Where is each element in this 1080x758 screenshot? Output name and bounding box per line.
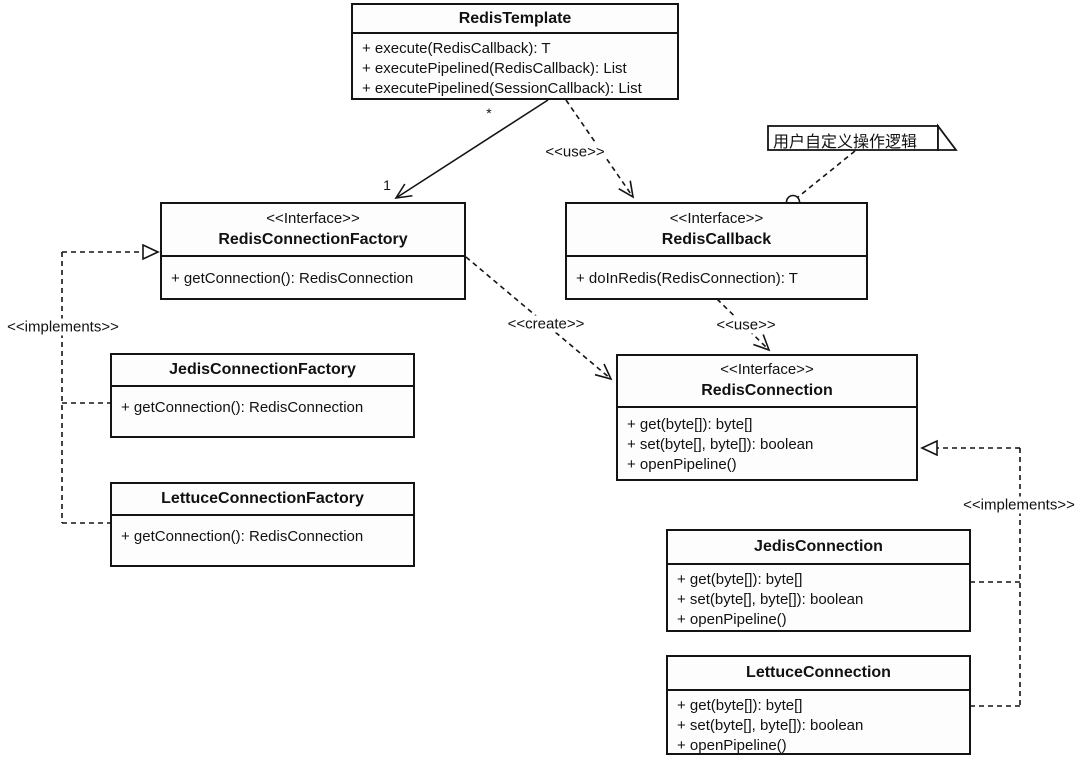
method-row: + get(byte[]): byte[] — [677, 697, 803, 714]
method-row: + getConnection(): RedisConnection — [121, 528, 364, 545]
class-title: <<Interface>> RedisConnection — [618, 356, 916, 408]
class-redis-callback: <<Interface>> RedisCallback + doInRedis(… — [565, 202, 868, 300]
class-name: LettuceConnectionFactory — [161, 490, 364, 507]
class-title: RedisTemplate — [353, 5, 677, 34]
note-fold-corner-icon — [937, 123, 958, 151]
class-methods: + get(byte[]): byte[] + set(byte[], byte… — [668, 565, 969, 630]
method-row: + openPipeline() — [677, 737, 787, 754]
edge-label-create: <<create>> — [505, 315, 587, 333]
implements-edge-right — [922, 448, 1021, 707]
multiplicity-one-label: 1 — [383, 177, 391, 193]
class-jedis-connection-factory: JedisConnectionFactory + getConnection()… — [110, 353, 415, 438]
edge-label-implements-right: <<implements>> — [961, 496, 1077, 514]
method-row: + set(byte[], byte[]): boolean — [677, 591, 864, 608]
method-row: + executePipelined(RedisCallback): List — [362, 60, 627, 77]
class-methods: + get(byte[]): byte[] + set(byte[], byte… — [618, 408, 916, 475]
class-name: RedisCallback — [661, 230, 772, 248]
class-title: LettuceConnection — [668, 657, 969, 691]
method-row: + doInRedis(RedisConnection): T — [576, 270, 798, 287]
class-title: JedisConnectionFactory — [112, 355, 413, 387]
class-name: RedisConnection — [701, 382, 833, 399]
method-row: + openPipeline() — [627, 456, 737, 473]
class-title: <<Interface>> RedisCallback — [567, 204, 866, 257]
multiplicity-many-label: * — [486, 105, 492, 121]
method-row: + set(byte[], byte[]): boolean — [677, 717, 864, 734]
class-methods: + execute(RedisCallback): T + executePip… — [353, 34, 677, 99]
method-row: + executePipelined(SessionCallback): Lis… — [362, 80, 642, 97]
class-stereotype: <<Interface>> — [266, 209, 360, 227]
class-methods: + doInRedis(RedisConnection): T — [567, 257, 866, 289]
class-jedis-connection: JedisConnection + get(byte[]): byte[] + … — [666, 529, 971, 632]
method-row: + execute(RedisCallback): T — [362, 40, 551, 57]
edge-label-implements-left: <<implements>> — [5, 318, 121, 336]
class-name: JedisConnection — [754, 538, 883, 555]
class-redis-connection-factory: <<Interface>> RedisConnectionFactory + g… — [160, 202, 466, 300]
implements-edge-left — [61, 252, 158, 524]
class-name: RedisTemplate — [458, 9, 572, 27]
class-methods: + getConnection(): RedisConnection — [112, 516, 413, 547]
method-row: + get(byte[]): byte[] — [627, 416, 753, 433]
method-row: + set(byte[], byte[]): boolean — [627, 436, 814, 453]
edge-label-use-callback-connection: <<use>> — [714, 316, 778, 334]
class-methods: + getConnection(): RedisConnection — [162, 257, 464, 289]
class-redis-template: RedisTemplate + execute(RedisCallback): … — [351, 3, 679, 100]
method-row: + get(byte[]): byte[] — [677, 571, 803, 588]
class-stereotype: <<Interface>> — [720, 361, 814, 378]
association-template-factory — [394, 99, 549, 200]
class-name: JedisConnectionFactory — [169, 361, 356, 378]
method-row: + openPipeline() — [677, 611, 787, 628]
class-title: JedisConnection — [668, 531, 969, 565]
class-stereotype: <<Interface>> — [669, 209, 764, 227]
note-shape — [767, 123, 958, 210]
class-name: RedisConnectionFactory — [218, 230, 408, 248]
class-methods: + get(byte[]): byte[] + set(byte[], byte… — [668, 691, 969, 756]
class-title: <<Interface>> RedisConnectionFactory — [162, 204, 464, 257]
method-row: + getConnection(): RedisConnection — [121, 399, 364, 416]
class-methods: + getConnection(): RedisConnection — [112, 387, 413, 418]
class-lettuce-connection: LettuceConnection + get(byte[]): byte[] … — [666, 655, 971, 755]
note-user-defined-logic: 用户自定义操作逻辑 — [773, 134, 918, 151]
edge-label-use-template-callback: <<use>> — [543, 143, 607, 161]
class-name: LettuceConnection — [746, 664, 891, 681]
class-lettuce-connection-factory: LettuceConnectionFactory + getConnection… — [110, 482, 415, 567]
method-row: + getConnection(): RedisConnection — [171, 270, 414, 287]
class-redis-connection: <<Interface>> RedisConnection + get(byte… — [616, 354, 918, 481]
class-title: LettuceConnectionFactory — [112, 484, 413, 516]
